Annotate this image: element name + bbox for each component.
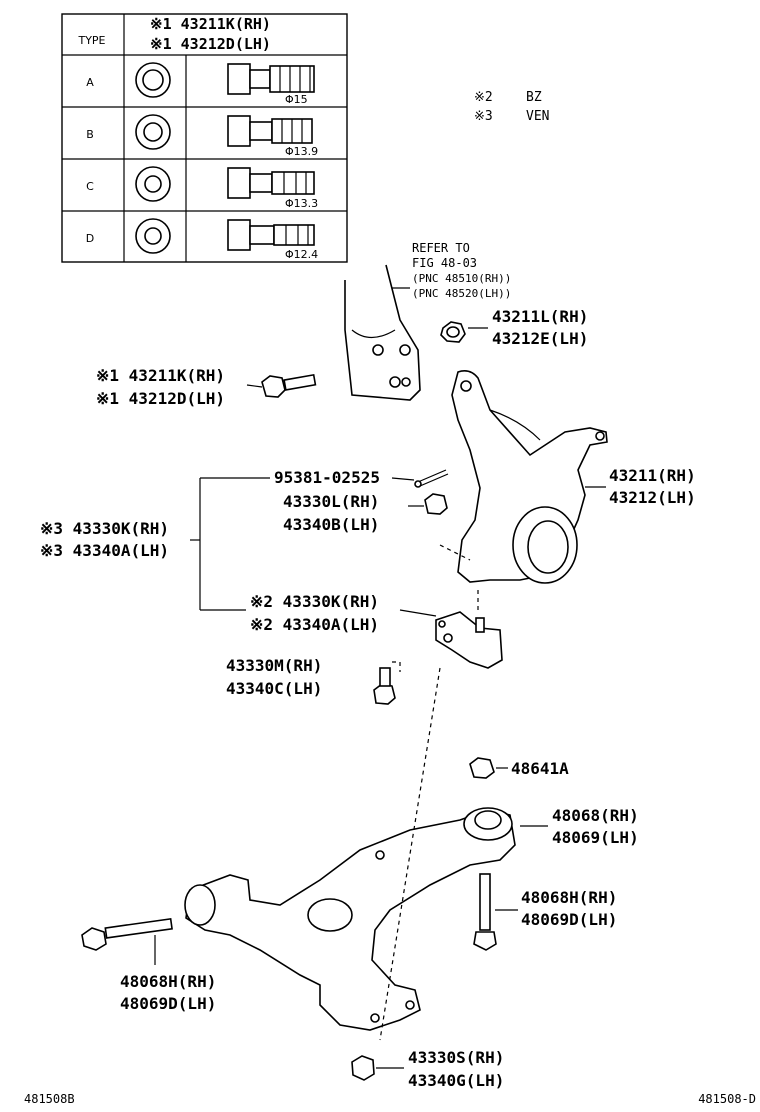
type-d-label: D <box>86 232 94 245</box>
label-arm-rh: 48068(RH) <box>552 806 639 825</box>
refer-line-4: (PNC 48520(LH)) <box>412 287 511 300</box>
refer-line-1: REFER TO <box>412 241 470 255</box>
bolt-side-view-b <box>227 115 313 147</box>
bolt-left <box>246 373 317 398</box>
type-header: TYPE <box>77 34 105 47</box>
dim-b: Φ13.9 <box>285 145 318 158</box>
label-nut-mid-rh: 43330L(RH) <box>283 492 379 511</box>
dim-d: Φ12.4 <box>285 248 318 261</box>
nut-arm <box>469 757 508 779</box>
label-bolt-joint-lh: 43340C(LH) <box>226 679 322 698</box>
label-arm-lh: 48069(LH) <box>552 828 639 847</box>
label-nut-top-lh: 43212E(LH) <box>492 329 588 348</box>
bolt-arm-left <box>81 917 173 965</box>
label-nut-top-rh: 43211L(RH) <box>492 307 588 326</box>
ball-joint-bolt <box>373 661 401 705</box>
table-header-lh: ※1 43212D(LH) <box>150 35 271 53</box>
strut-bracket <box>344 264 421 401</box>
bolt-arm-right <box>473 873 518 951</box>
label-nut-bottom-rh: 43330S(RH) <box>408 1048 504 1067</box>
bolt-side-view-a <box>227 63 315 95</box>
label-bolt-left-lh: ※1 43212D(LH) <box>96 389 225 408</box>
bolt-head-top-view-d <box>135 218 171 254</box>
assembly-bracket <box>190 477 270 611</box>
label-pin: 95381-02525 <box>274 468 380 487</box>
note-3-mark: ※3 <box>474 109 493 124</box>
bolt-head-top-view-a <box>135 62 171 98</box>
steering-knuckle <box>451 370 608 584</box>
bolt-side-view-d <box>227 219 315 251</box>
note-2-text: BZ <box>526 90 542 105</box>
label-bolt-arm-left-lh: 48069D(LH) <box>120 994 216 1013</box>
label-nut-bottom-lh: 43340G(LH) <box>408 1071 504 1090</box>
alignment-dashes <box>379 544 479 1041</box>
label-bolt-arm-left-rh: 48068H(RH) <box>120 972 216 991</box>
ball-joint <box>399 609 503 669</box>
dim-a: Φ15 <box>285 93 308 106</box>
label-bolt-left-rh: ※1 43211K(RH) <box>96 366 225 385</box>
label-bolt-joint-rh: 43330M(RH) <box>226 656 322 675</box>
bolt-head-top-view-c <box>135 166 171 202</box>
label-nut-mid-lh: 43340B(LH) <box>283 515 379 534</box>
bolt-type-table: TYPE ※1 43211K(RH) ※1 43212D(LH) A Φ15 B <box>61 13 348 263</box>
figure-code-left: 481508B <box>24 1092 75 1106</box>
label-knuckle-rh: 43211(RH) <box>609 466 696 485</box>
note-2-mark: ※2 <box>474 90 493 105</box>
note-3-text: VEN <box>526 109 549 124</box>
label-knuckle-lh: 43212(LH) <box>609 488 696 507</box>
notes-legend: ※2 BZ ※3 VEN <box>474 90 549 124</box>
nut-bottom <box>351 1055 404 1081</box>
type-b-label: B <box>86 128 94 141</box>
label-bolt-arm-right-lh: 48069D(LH) <box>521 910 617 929</box>
type-c-label: C <box>86 180 94 193</box>
dim-c: Φ13.3 <box>285 197 318 210</box>
label-assy-lh: ※3 43340A(LH) <box>40 541 169 560</box>
nut-top <box>440 321 488 343</box>
label-assy-rh: ※3 43330K(RH) <box>40 519 169 538</box>
label-nut-arm: 48641A <box>511 759 569 778</box>
label-joint-rh: ※2 43330K(RH) <box>250 592 379 611</box>
table-header-rh: ※1 43211K(RH) <box>150 15 271 33</box>
cotter-pin <box>391 469 449 488</box>
label-bolt-arm-right-rh: 48068H(RH) <box>521 888 617 907</box>
type-a-label: A <box>86 76 94 89</box>
refer-to-note: REFER TO FIG 48-03 (PNC 48510(RH)) (PNC … <box>388 241 511 300</box>
label-joint-lh: ※2 43340A(LH) <box>250 615 379 634</box>
refer-line-2: FIG 48-03 <box>412 256 477 270</box>
refer-line-3: (PNC 48510(RH)) <box>412 272 511 285</box>
lower-control-arm <box>184 807 516 1031</box>
bolt-head-top-view-b <box>135 114 171 150</box>
bolt-side-view-c <box>227 167 315 199</box>
figure-code-right: 481508-D <box>698 1092 756 1106</box>
castle-nut <box>408 493 448 515</box>
